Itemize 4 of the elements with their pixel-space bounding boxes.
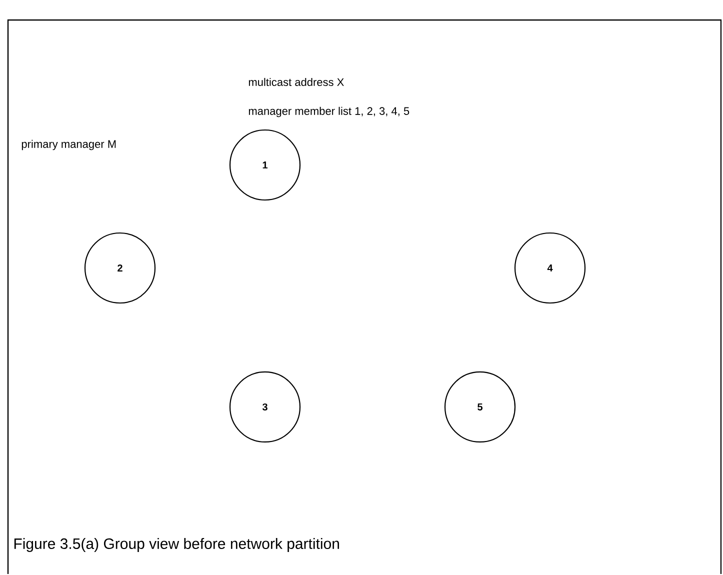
caption: Figure 3.5(a) Group view before network partition [14,538,339,552]
label-text: primary manager M [22,140,116,150]
label-text: manager member list 1, 2, 3, 4, 5 [248,106,410,118]
label-text: multicast address X [248,78,344,86]
